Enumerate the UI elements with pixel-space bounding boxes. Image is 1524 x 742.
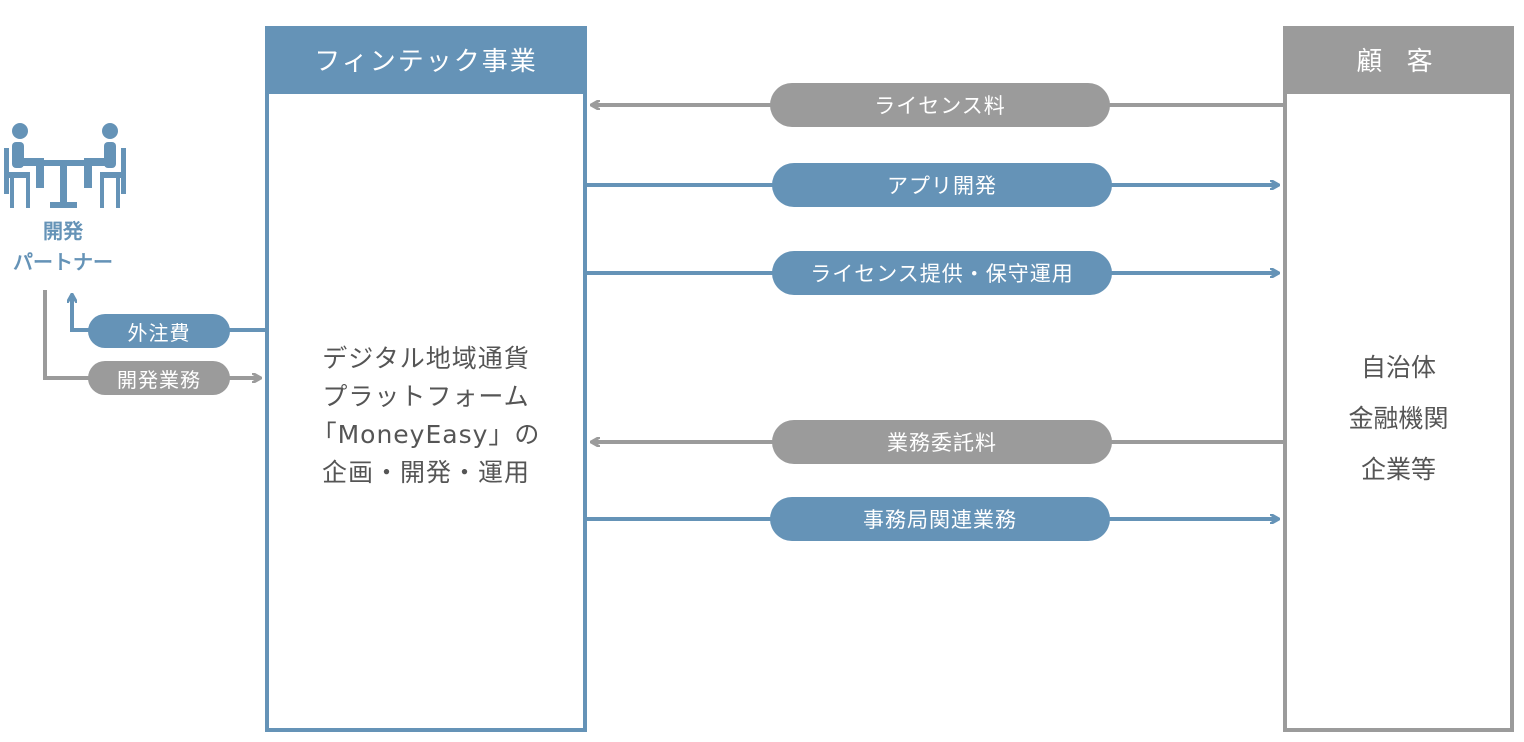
customer-content: 自治体 金融機関 企業等 [1290,342,1507,495]
partner-label-line: 開発 [43,219,83,243]
license-provision-label: ライセンス提供・保守運用 [772,251,1112,295]
customer-box [1283,90,1514,732]
fintech-box [265,90,587,732]
fintech-content: デジタル地域通貨 プラットフォーム 「MoneyEasy」の 企画・開発・運用 [270,340,582,492]
license-fee-label: ライセンス料 [770,83,1110,127]
app-dev-label: アプリ開発 [772,163,1112,207]
dev-work-label: 開発業務 [88,361,230,395]
partner-label-line: パートナー [13,250,113,274]
fintech-content-line: プラットフォーム [322,382,530,411]
customer-title: 顧 客 [1283,26,1514,92]
fintech-content-line: 「MoneyEasy」の [311,420,541,449]
outsourcing-fee-label: 外注費 [88,314,230,348]
fintech-content-line: デジタル地域通貨 [322,344,530,373]
partner-label: 開発 パートナー [0,216,126,278]
secretariat-label: 事務局関連業務 [770,497,1110,541]
fintech-content-line: 企画・開発・運用 [321,458,530,487]
customer-content-line: 自治体 [1360,353,1436,382]
fintech-title: フィンテック事業 [265,26,587,92]
customer-content-line: 金融機関 [1348,404,1449,433]
people-at-table-icon [4,123,126,208]
customer-content-line: 企業等 [1360,455,1436,484]
service-fee-label: 業務委託料 [772,420,1112,464]
